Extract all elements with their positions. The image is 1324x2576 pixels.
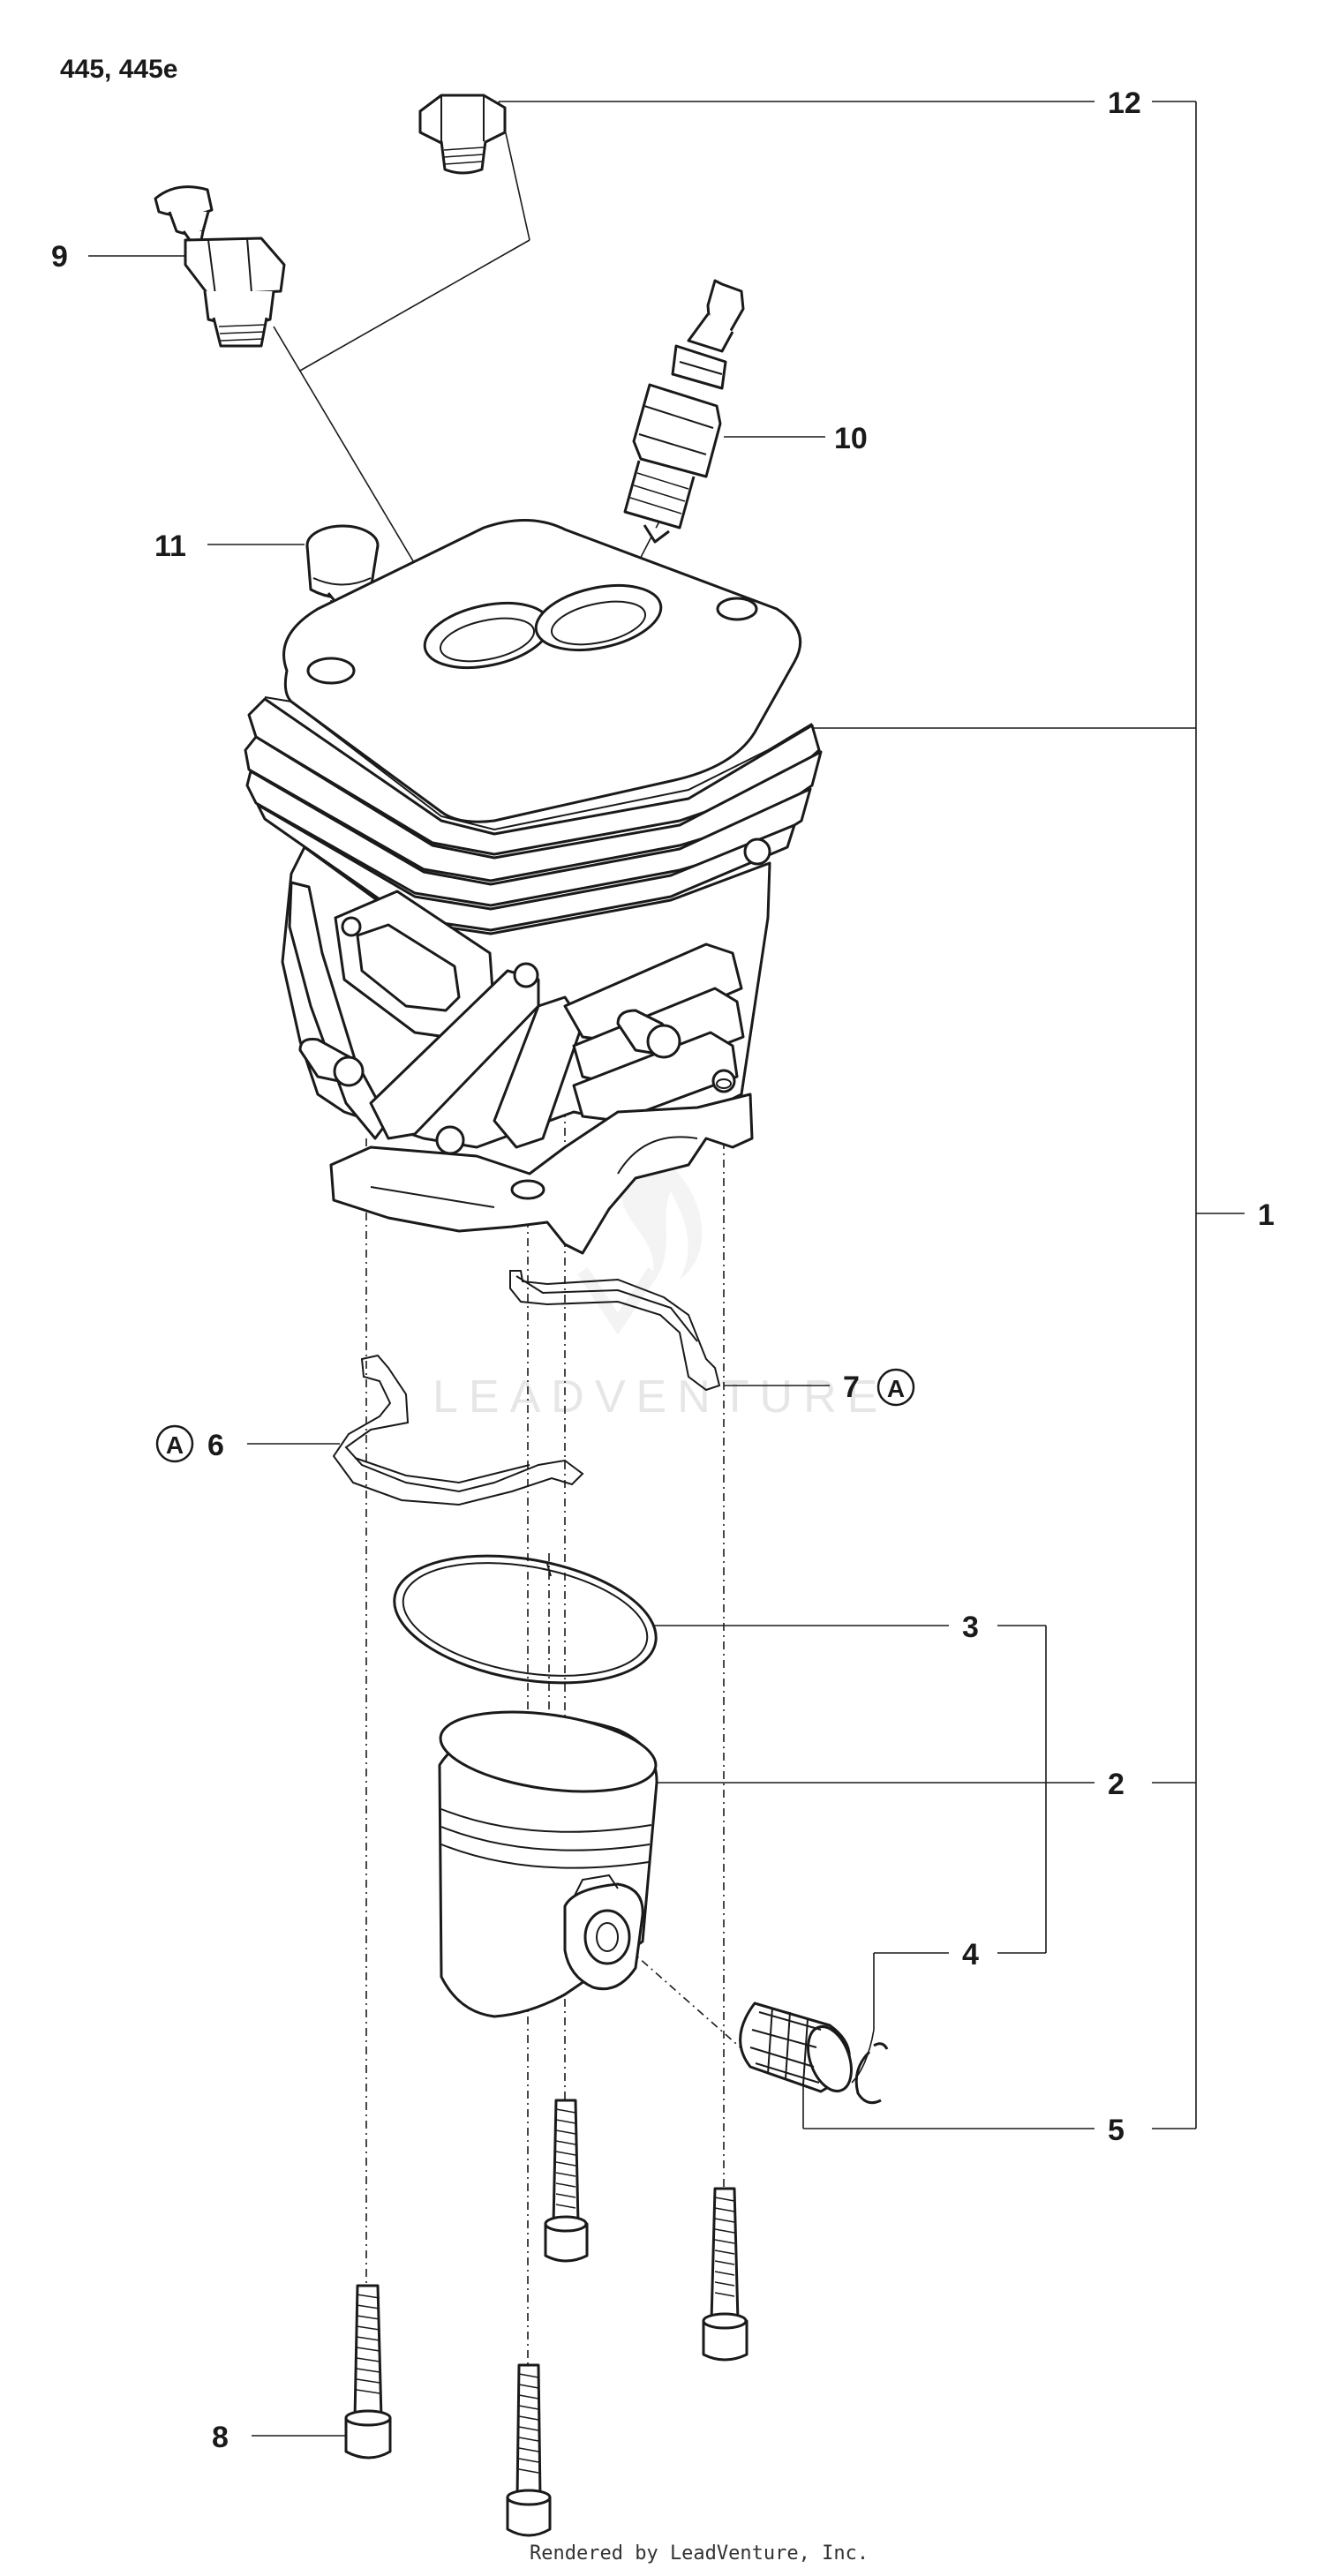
callout-2: 2 — [1108, 1768, 1125, 1801]
bolt-part-8-back — [544, 2099, 589, 2263]
leader-lines — [88, 101, 1095, 2437]
bolt-part-8-right — [702, 2187, 749, 2362]
watermark-text: LEADVENTURE — [433, 1371, 888, 1423]
model-title: 445, 445e — [60, 55, 177, 84]
circlip-part-4 — [854, 2042, 889, 2105]
piston-part-2 — [438, 1710, 658, 2018]
needle-bearing-part-5 — [739, 2001, 853, 2093]
callout-10: 10 — [834, 422, 868, 455]
bolt-part-8-center — [506, 2363, 552, 2537]
callout-7: 7 — [843, 1371, 860, 1404]
ref-marker-a-7: A — [876, 1368, 915, 1407]
cap-part-11 — [305, 524, 380, 604]
callout-12: 12 — [1108, 86, 1141, 120]
callout-11: 11 — [154, 529, 186, 563]
ref-a-7-text: A — [887, 1375, 905, 1402]
piston-ring-part-3 — [393, 1554, 658, 1685]
callout-6: 6 — [207, 1429, 224, 1462]
decompression-valve-part-9 — [154, 185, 286, 348]
spark-plug-part-10 — [623, 279, 745, 544]
callout-3: 3 — [962, 1611, 979, 1644]
bolt-part-8-left — [344, 2284, 392, 2460]
gasket-part-7 — [509, 1270, 721, 1392]
callout-8: 8 — [212, 2421, 229, 2454]
assembly-bracket — [812, 101, 1245, 2129]
gasket-part-6 — [332, 1354, 584, 1506]
callout-4: 4 — [962, 1938, 979, 1971]
callout-5: 5 — [1108, 2114, 1125, 2147]
footer-credit: Rendered by LeadVenture, Inc. — [530, 2542, 869, 2565]
ref-a-6-text: A — [166, 1431, 184, 1459]
cylinder-part-1 — [244, 519, 823, 1255]
callout-9: 9 — [51, 240, 68, 274]
callout-1: 1 — [1258, 1198, 1275, 1232]
ref-marker-a-6: A — [155, 1424, 194, 1463]
plug-part-12 — [418, 94, 507, 175]
